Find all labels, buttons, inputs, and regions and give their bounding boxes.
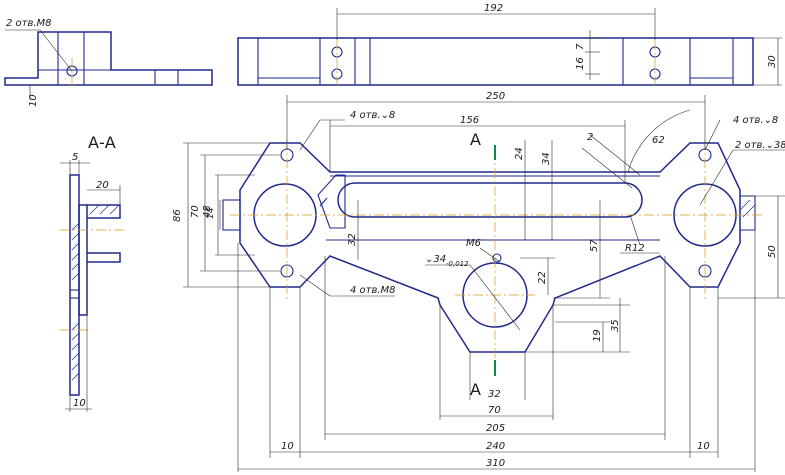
dim-192: 192 bbox=[484, 3, 503, 14]
main-view bbox=[183, 95, 785, 472]
dim-50: 50 bbox=[767, 245, 778, 258]
side-view-left bbox=[4, 29, 213, 100]
dim-16: 16 bbox=[575, 57, 586, 70]
dim-48: 48 bbox=[202, 205, 213, 218]
dim-34: 34 bbox=[541, 152, 552, 165]
dim-250: 250 bbox=[486, 91, 505, 102]
dim-70-side: 70 bbox=[190, 205, 201, 218]
section-mark-bottom: А bbox=[470, 380, 481, 399]
dim-24: 24 bbox=[514, 147, 525, 160]
dim-20: 20 bbox=[96, 180, 109, 191]
dim-205: 205 bbox=[486, 423, 505, 434]
dim-240: 240 bbox=[486, 441, 505, 452]
dim-32-left: 32 bbox=[347, 233, 358, 246]
dim-32-bottom: 32 bbox=[488, 389, 501, 400]
dim-30: 30 bbox=[767, 55, 778, 68]
dim-10-section: 10 bbox=[73, 398, 86, 409]
dim-10-right-bottom: 10 bbox=[697, 441, 710, 452]
dim-22: 22 bbox=[537, 271, 548, 284]
dim-10-left-bottom: 10 bbox=[281, 441, 294, 452]
dim-10-left-top: 10 bbox=[28, 94, 39, 107]
dim-62: 62 bbox=[652, 135, 665, 146]
top-view-right bbox=[237, 8, 782, 86]
dim-86: 86 bbox=[172, 209, 183, 222]
dim-310: 310 bbox=[486, 458, 505, 469]
dim-35: 35 bbox=[610, 319, 621, 332]
section-mark-top: А bbox=[470, 130, 481, 149]
dim-156: 156 bbox=[460, 115, 479, 126]
holes-m8-bottom-label: 4 отв.М8 bbox=[350, 285, 396, 296]
holes-d8-right-label: 4 отв.⌄8 bbox=[733, 115, 778, 126]
bore-d34-label: ⌄34 bbox=[425, 254, 446, 265]
holes-d8-left-label: 4 отв.⌄8 bbox=[350, 110, 395, 121]
dim-7: 7 bbox=[575, 43, 586, 50]
dim-5: 5 bbox=[72, 152, 78, 163]
dim-70-bottom: 70 bbox=[488, 405, 501, 416]
thread-m6-label: M6 bbox=[466, 238, 481, 249]
dim-19: 19 bbox=[592, 329, 603, 342]
section-title: А-А bbox=[88, 133, 116, 152]
section-a-a bbox=[60, 160, 125, 412]
bore-tolerance: -0,012 bbox=[446, 260, 469, 268]
holes-m8-top-label: 2 отв.М8 bbox=[6, 18, 52, 29]
dim-2: 2 bbox=[587, 132, 593, 143]
dim-14-side: 14 bbox=[206, 207, 216, 219]
dim-57: 57 bbox=[589, 239, 600, 252]
radius-r12-label: R12 bbox=[625, 243, 645, 254]
hole-d38-label: 2 отв.⌄38 bbox=[735, 140, 785, 151]
